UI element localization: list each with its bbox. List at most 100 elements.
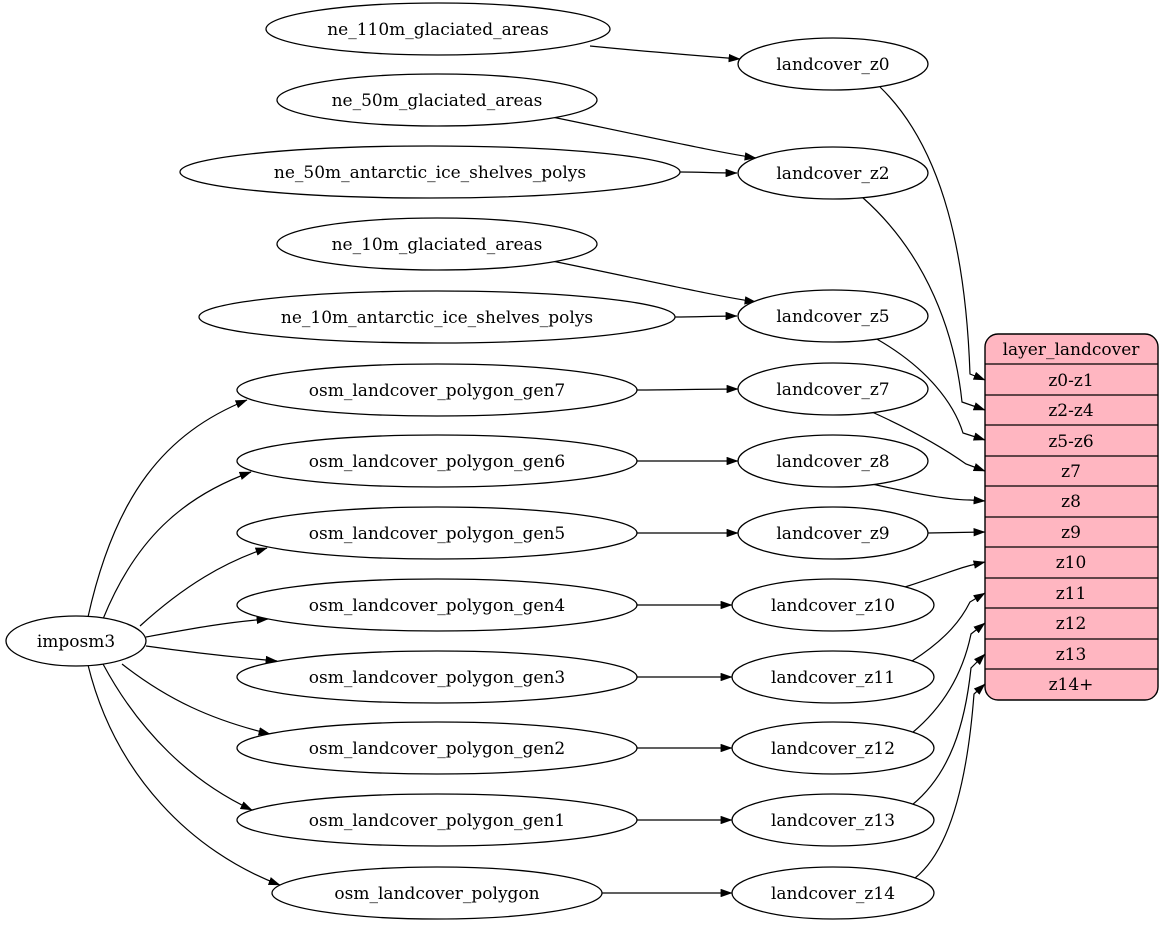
node-shape [731,721,935,775]
node-landcover-z2: landcover_z2 [737,146,929,200]
node-imposm3: imposm3 [5,615,147,667]
edge-imposm3-to-gen7 [87,399,248,618]
node-shape [236,434,638,488]
node-landcover-z0: landcover_z0 [737,37,929,91]
edge-z13-to-row-z13 [911,653,986,806]
table-row-z5-z6: z5-z6 [1048,432,1093,452]
node-shape [737,434,929,488]
node-shape [236,721,638,775]
edge-ne10m-glaciated-to-z5 [551,260,757,305]
table-row-z2-z4: z2-z4 [1048,401,1093,421]
node-label: osm_landcover_polygon_gen6 [309,452,565,472]
edge-imposm3-to-gen2 [121,663,271,736]
node-osm-landcover-polygon-gen3: osm_landcover_polygon_gen3 [236,650,638,704]
node-shape [737,146,929,200]
node-ne-10m-glaciated-areas: ne_10m_glaciated_areas [276,217,598,271]
node-label: landcover_z10 [771,596,895,616]
edge-ne50m-antarctic-to-z2 [679,168,738,178]
node-landcover-z10: landcover_z10 [731,578,935,632]
edge-imposm3-to-gen6 [102,471,252,620]
node-shape [737,289,929,343]
table-row-z7: z7 [1061,462,1081,482]
node-ne-110m-glaciated-areas: ne_110m_glaciated_areas [265,2,611,56]
node-ne-50m-glaciated-areas: ne_50m_glaciated_areas [276,73,598,127]
node-shape [179,145,681,199]
node-label: osm_landcover_polygon_gen3 [309,668,565,688]
node-label: landcover_z7 [776,380,889,400]
node-shape [731,866,935,920]
table-row-z14plus: z14+ [1049,675,1094,695]
node-label: ne_50m_antarctic_ice_shelves_polys [274,163,586,183]
edge-ne50m-glaciated-to-z2 [551,116,757,161]
node-label: landcover_z8 [776,452,889,472]
node-shape [737,506,929,560]
node-ne-10m-antarctic-ice-shelves-polys: ne_10m_antarctic_ice_shelves_polys [198,290,676,344]
table-row-z8: z8 [1061,492,1081,512]
edge-imposm3-to-gen4 [145,615,269,638]
node-shape [271,866,603,920]
node-shape [198,290,676,344]
node-shape [236,506,638,560]
edge-z7-to-row-z7 [871,411,986,472]
node-shape [737,37,929,91]
node-shape [276,73,598,127]
node-label: ne_110m_glaciated_areas [327,20,549,40]
node-label: landcover_z0 [776,55,889,75]
node-shape [236,793,638,847]
edge-imposm3-to-gen1 [102,663,253,811]
edge-ne110m-to-z0 [589,45,741,63]
node-label: landcover_z14 [771,884,895,904]
node-label: imposm3 [37,632,115,652]
node-label: landcover_z2 [776,164,889,184]
node-label: landcover_z12 [771,739,895,759]
edge-layer [87,45,986,898]
node-label: landcover_z9 [776,524,889,544]
node-label: ne_10m_antarctic_ice_shelves_polys [281,308,593,328]
node-label: osm_landcover_polygon_gen1 [309,811,565,831]
edge-z0-to-row-z0-z1 [879,86,986,381]
edge-imposm3-to-gen5 [139,547,268,627]
node-ne-50m-antarctic-ice-shelves-polys: ne_50m_antarctic_ice_shelves_polys [179,145,681,199]
node-osm-landcover-polygon-gen4: osm_landcover_polygon_gen4 [236,578,638,632]
edge-imposm3-to-polygon [87,664,281,886]
table-row-z9: z9 [1061,523,1081,543]
edge-z11-to-row-z11 [911,592,986,662]
node-label: osm_landcover_polygon_gen7 [309,381,565,401]
edge-z14-to-row-z14plus [914,683,986,879]
node-osm-landcover-polygon-gen5: osm_landcover_polygon_gen5 [236,506,638,560]
edge-z5-to-row-z5-z6 [874,337,986,441]
node-landcover-z12: landcover_z12 [731,721,935,775]
edge-imposm3-to-gen3 [145,645,278,665]
edge-z8-to-row-z8 [871,483,986,505]
node-shape [236,578,638,632]
node-landcover-z7: landcover_z7 [737,362,929,416]
node-label: landcover_z13 [771,811,895,831]
table-row-z0-z1: z0-z1 [1048,371,1093,391]
node-osm-landcover-polygon: osm_landcover_polygon [271,866,603,920]
node-landcover-z9: landcover_z9 [737,506,929,560]
node-label: landcover_z5 [776,307,889,327]
edge-ne10m-antarctic-to-z5 [674,311,738,321]
node-landcover-z14: landcover_z14 [731,866,935,920]
node-landcover-z13: landcover_z13 [731,793,935,847]
node-osm-landcover-polygon-gen6: osm_landcover_polygon_gen6 [236,434,638,488]
node-shape [236,363,638,417]
node-label: osm_landcover_polygon_gen5 [309,524,565,544]
node-shape [5,615,147,667]
node-label: ne_50m_glaciated_areas [332,91,543,111]
node-osm-landcover-polygon-gen2: osm_landcover_polygon_gen2 [236,721,638,775]
node-label: osm_landcover_polygon_gen2 [309,739,565,759]
node-osm-landcover-polygon-gen1: osm_landcover_polygon_gen1 [236,793,638,847]
table-row-z11: z11 [1056,584,1087,604]
edge-gen7-to-z7 [636,384,739,394]
table-row-z10: z10 [1056,553,1087,573]
node-label: osm_landcover_polygon_gen4 [309,596,565,616]
node-shape [731,650,935,704]
table-title: layer_landcover [1003,340,1141,360]
table-row-z13: z13 [1056,645,1087,665]
node-shape [737,362,929,416]
node-landcover-z8: landcover_z8 [737,434,929,488]
edge-z9-to-row-z9 [927,528,986,537]
